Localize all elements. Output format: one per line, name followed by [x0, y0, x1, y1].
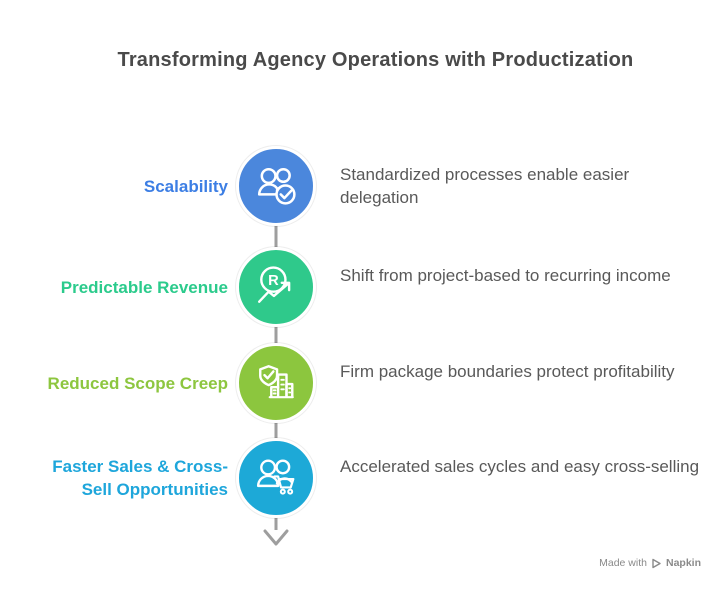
watermark-brand: Napkin: [665, 557, 701, 569]
svg-text:R: R: [268, 273, 279, 289]
faster-sales-circle: [236, 438, 316, 518]
item-label-reduced-scope-creep: Reduced Scope Creep: [47, 374, 228, 393]
napkin-watermark[interactable]: Made with Napkin: [599, 557, 701, 569]
napkin-logo-icon: [652, 558, 661, 568]
registered-trend-icon: R: [257, 266, 291, 303]
item-label-faster-sales: Faster Sales & Cross-Sell Opportunities: [52, 457, 228, 499]
item-description-reduced-scope-creep: Firm package boundaries protect profitab…: [340, 362, 675, 381]
item-description-scalability: Standardized processes enable easier del…: [340, 165, 630, 207]
item-description-predictable-revenue: Shift from project-based to recurring in…: [340, 266, 671, 285]
item-label-predictable-revenue: Predictable Revenue: [60, 278, 228, 297]
reduced-scope-creep-circle: [236, 343, 316, 423]
item-label-scalability: Scalability: [143, 177, 228, 196]
item-description-faster-sales: Accelerated sales cycles and easy cross-…: [340, 457, 700, 476]
scalability-circle: [236, 146, 316, 226]
shield-building-icon: [259, 364, 294, 399]
page-title: Transforming Agency Operations with Prod…: [117, 49, 634, 71]
watermark-text: Made with: [599, 557, 647, 569]
people-check-icon: [257, 167, 296, 205]
predictable-revenue-circle: R: [236, 247, 316, 327]
people-cart-icon: [256, 459, 295, 495]
